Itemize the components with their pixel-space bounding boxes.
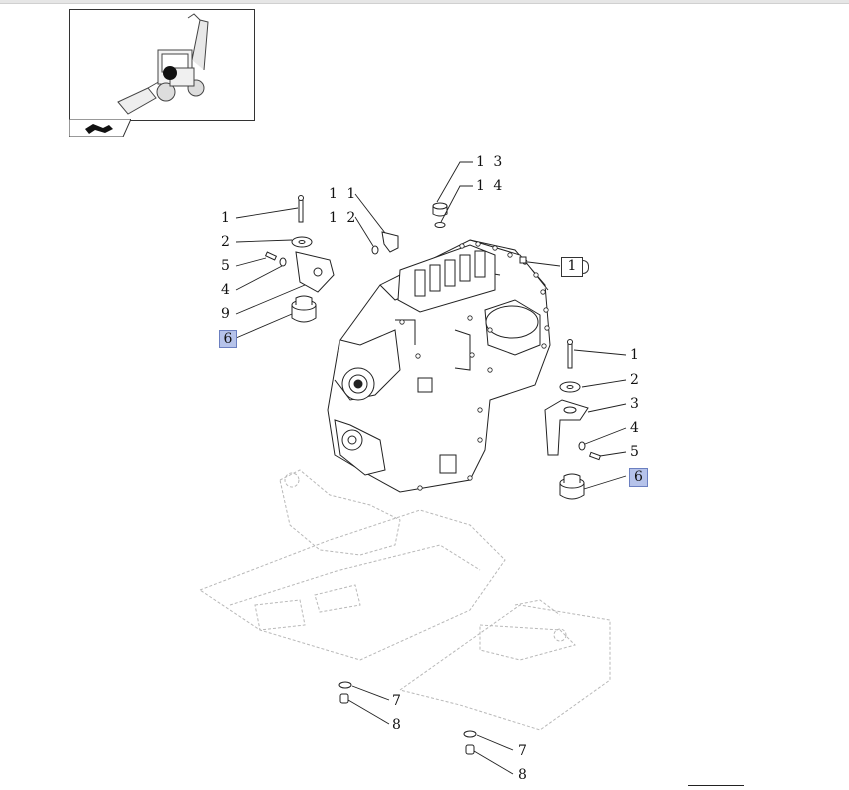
callout-5-right[interactable]: 5 — [630, 444, 641, 460]
callout-14[interactable]: 1 4 — [476, 178, 505, 194]
top-toolbar-edge — [0, 0, 849, 4]
callout-8-a[interactable]: 8 — [392, 717, 403, 733]
bottom-parts — [338, 681, 477, 755]
location-marker-icon — [163, 66, 177, 80]
housing-bolts — [399, 241, 550, 491]
hand-pointer-icon — [85, 124, 113, 134]
bracket-3-right — [544, 399, 589, 456]
bolt-1-left — [298, 197, 304, 223]
callout-13[interactable]: 1 3 — [476, 154, 505, 170]
right-mount-parts — [544, 339, 602, 500]
leader-lines — [235, 161, 627, 775]
callout-4-right[interactable]: 4 — [630, 420, 641, 436]
callout-7-b[interactable]: 7 — [518, 743, 529, 759]
lockwasher-4-left — [279, 257, 287, 267]
top-parts — [371, 202, 527, 264]
callout-1-right[interactable]: 1 — [630, 347, 641, 363]
washer-7-b — [463, 730, 477, 738]
nut-8-b — [465, 744, 475, 755]
callout-2-right[interactable]: 2 — [630, 372, 641, 388]
fitting-10 — [519, 256, 527, 264]
callout-6-right-highlighted[interactable]: 6 — [629, 468, 648, 487]
callout-8-b[interactable]: 8 — [518, 767, 529, 783]
callout-2-left[interactable]: 2 — [221, 234, 232, 250]
bottom-right-frame-edge — [688, 785, 744, 790]
callout-5-left[interactable]: 5 — [221, 258, 232, 274]
callout-11[interactable]: 1 1 — [329, 186, 358, 202]
bolt-1-right — [567, 341, 573, 369]
callout-12[interactable]: 1 2 — [329, 210, 358, 226]
chassis-ghost-outline — [198, 469, 611, 731]
transmission-housing — [327, 239, 551, 493]
left-mount-parts — [264, 195, 335, 323]
callout-4-left[interactable]: 4 — [221, 282, 232, 298]
callout-3-right[interactable]: 3 — [630, 396, 641, 412]
backhoe-loader-icon — [117, 13, 209, 115]
callout-6-left-highlighted[interactable]: 6 — [219, 330, 237, 348]
clamp-11 — [381, 231, 399, 253]
view-toggle-tab[interactable] — [68, 118, 132, 138]
seal-14 — [434, 222, 446, 228]
screw-5-left — [264, 251, 278, 261]
callout-9-left[interactable]: 9 — [221, 306, 232, 322]
washer-12 — [371, 245, 379, 255]
lockwasher-4-right — [578, 441, 586, 451]
callout-1-left[interactable]: 1 — [221, 210, 232, 226]
nut-8-a — [339, 693, 349, 704]
machine-thumbnail[interactable] — [69, 9, 255, 121]
control-valve-block — [397, 244, 496, 313]
callout-1-assembly-box[interactable]: 1 — [561, 257, 583, 277]
screw-5-right — [588, 451, 602, 461]
washer-7-a — [338, 681, 352, 689]
callout-7-a[interactable]: 7 — [392, 693, 403, 709]
